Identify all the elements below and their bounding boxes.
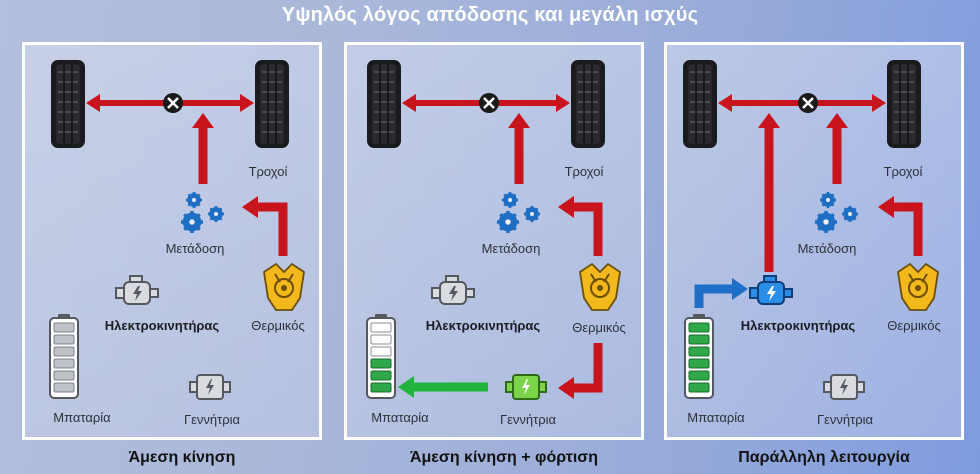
battery-icon bbox=[684, 313, 714, 399]
generator-label: Γεννήτρια bbox=[816, 412, 874, 427]
wheel-icon bbox=[682, 59, 718, 149]
battery-label: Μπαταρία bbox=[53, 410, 111, 425]
battery-to-motor-arrow bbox=[694, 278, 748, 308]
panel-1-art bbox=[49, 59, 305, 400]
engine-label: Θερμικός bbox=[887, 318, 941, 333]
transmission-to-axle-arrow bbox=[826, 113, 848, 184]
engine-to-transmission-arrow bbox=[242, 196, 288, 256]
panel-caption: Παράλληλη λειτουργία bbox=[738, 449, 910, 466]
engine-label: Θερμικός bbox=[572, 320, 626, 335]
motor-icon bbox=[749, 275, 793, 305]
engine-icon bbox=[263, 263, 305, 311]
motor-to-axle-arrow bbox=[758, 113, 780, 272]
engine-to-generator-arrow bbox=[558, 343, 603, 399]
axle-x-icon bbox=[479, 93, 499, 113]
battery-label: Μπαταρία bbox=[687, 410, 745, 425]
engine-to-transmission-arrow bbox=[878, 196, 923, 256]
motor-label: Ηλεκτροκινητήρας bbox=[104, 318, 220, 333]
gear-icon bbox=[815, 192, 858, 233]
engine-icon bbox=[897, 263, 939, 311]
motor-label: Ηλεκτροκινητήρας bbox=[425, 318, 541, 333]
transmission-label: Μετάδοση bbox=[481, 241, 541, 256]
motor-label: Ηλεκτροκινητήρας bbox=[740, 318, 856, 333]
motor-icon bbox=[115, 275, 159, 305]
transmission-label: Μετάδοση bbox=[797, 241, 857, 256]
generator-icon bbox=[505, 374, 547, 400]
wheels-label: Τροχοί bbox=[248, 164, 288, 179]
engine-icon bbox=[579, 263, 621, 311]
transmission-label: Μετάδοση bbox=[165, 241, 225, 256]
transmission-to-axle-arrow bbox=[192, 113, 214, 184]
wheel-icon bbox=[254, 59, 290, 149]
generator-icon bbox=[189, 374, 231, 400]
generator-to-battery-arrow bbox=[398, 376, 488, 398]
wheels-label: Τροχοί bbox=[883, 164, 923, 179]
page-title: Υψηλός λόγος απόδοσης και μεγάλη ισχύς bbox=[281, 4, 699, 26]
wheel-icon bbox=[886, 59, 922, 149]
motor-icon bbox=[431, 275, 475, 305]
wheel-icon bbox=[570, 59, 606, 149]
generator-label: Γεννήτρια bbox=[499, 412, 557, 427]
generator-label: Γεννήτρια bbox=[183, 412, 241, 427]
generator-icon bbox=[823, 374, 865, 400]
battery-icon bbox=[49, 313, 79, 399]
engine-to-transmission-arrow bbox=[558, 196, 603, 256]
gear-icon bbox=[181, 192, 224, 233]
wheel-icon bbox=[50, 59, 86, 149]
wheels-label: Τροχοί bbox=[564, 164, 604, 179]
gear-icon bbox=[497, 192, 540, 233]
engine-label: Θερμικός bbox=[251, 318, 305, 333]
panel-caption: Άμεση κίνηση bbox=[128, 449, 236, 466]
panel-caption: Άμεση κίνηση + φόρτιση bbox=[409, 449, 599, 466]
transmission-to-axle-arrow bbox=[508, 113, 530, 184]
wheel-icon bbox=[366, 59, 402, 149]
battery-label: Μπαταρία bbox=[371, 410, 429, 425]
battery-icon bbox=[366, 313, 396, 399]
axle-x-icon bbox=[798, 93, 818, 113]
axle-x-icon bbox=[163, 93, 183, 113]
panel-2-art bbox=[366, 59, 621, 400]
panel-3-art bbox=[682, 59, 939, 400]
